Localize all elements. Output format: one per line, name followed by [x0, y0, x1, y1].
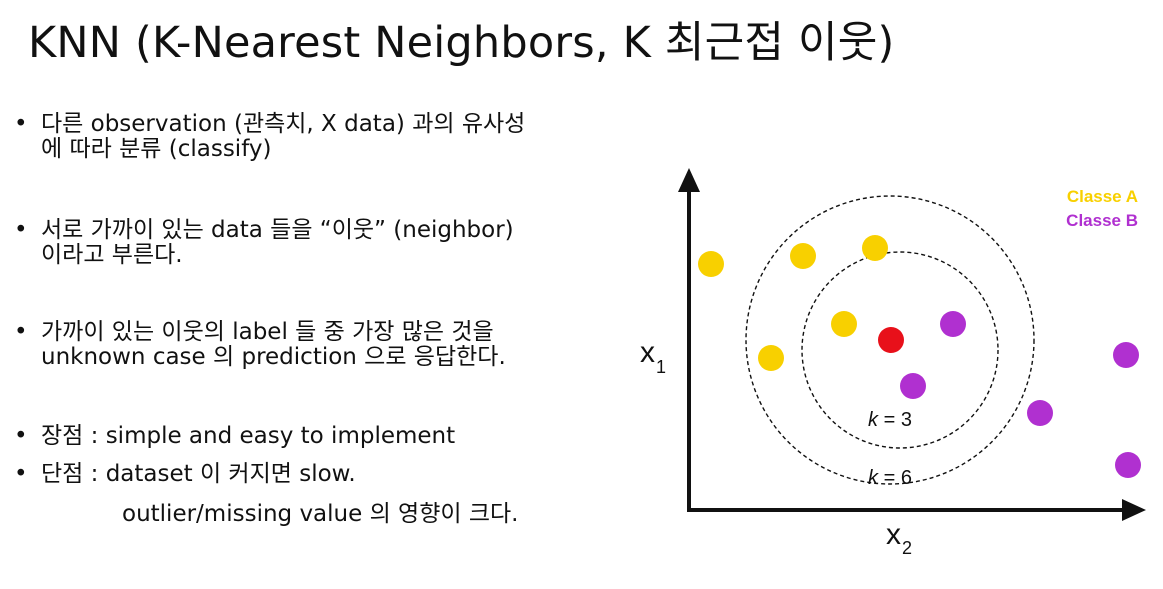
- knn-diagram: k = 3 k = 6 Classe A Classe B x1 x2: [624, 158, 1159, 562]
- bullet-text: 장점 : simple and easy to implement: [41, 423, 456, 449]
- legend-classe-a: Classe A: [1067, 187, 1138, 206]
- class-a-point: [698, 251, 724, 277]
- y-axis-arrowhead: [678, 168, 700, 192]
- class-a-point: [831, 311, 857, 337]
- x-axis-label: x2: [886, 518, 912, 558]
- class-b-point: [1113, 342, 1139, 368]
- bullet-text: unknown case 의 prediction 으로 응답한다.: [41, 344, 506, 370]
- bullet-text: 다른 observation (관측치, X data) 과의 유사성: [41, 111, 526, 137]
- bullet-text: 에 따라 분류 (classify): [41, 136, 272, 162]
- knn-diagram-svg: k = 3 k = 6 Classe A Classe B x1 x2: [640, 168, 1146, 558]
- bullet-marker: •: [14, 461, 28, 487]
- bullet-text: 단점 : dataset 이 커지면 slow.: [41, 461, 356, 487]
- k6-label: k = 6: [868, 467, 912, 489]
- bullet-marker: •: [14, 111, 28, 137]
- k6-circle: [745, 195, 1035, 485]
- x-axis-arrowhead: [1122, 499, 1146, 521]
- k3-label: k = 3: [868, 409, 912, 431]
- y-axis-label: x1: [640, 336, 666, 377]
- query-point: [878, 327, 904, 353]
- k3-circle: [801, 251, 999, 449]
- bullet-text: 서로 가까이 있는 data 들을 “이웃” (neighbor): [41, 217, 514, 243]
- class-b-point: [1027, 400, 1053, 426]
- slide-title: KNN (K-Nearest Neighbors, K 최근접 이웃): [28, 18, 895, 68]
- class-a-point: [862, 235, 888, 261]
- legend-classe-b: Classe B: [1066, 211, 1138, 230]
- bullet-marker: •: [14, 423, 28, 449]
- class-b-point: [900, 373, 926, 399]
- bullet-marker: •: [14, 217, 28, 243]
- class-b-point: [940, 311, 966, 337]
- class-a-point: [758, 345, 784, 371]
- bullet-cons-continuation: outlier/missing value 의 영향이 크다.: [122, 501, 519, 527]
- class-a-point: [790, 243, 816, 269]
- bullet-marker: •: [14, 319, 28, 345]
- bullet-text: 이라고 부른다.: [41, 242, 183, 268]
- bullet-text: 가까이 있는 이웃의 label 들 중 가장 많은 것을: [41, 319, 494, 345]
- class-b-point: [1115, 452, 1141, 478]
